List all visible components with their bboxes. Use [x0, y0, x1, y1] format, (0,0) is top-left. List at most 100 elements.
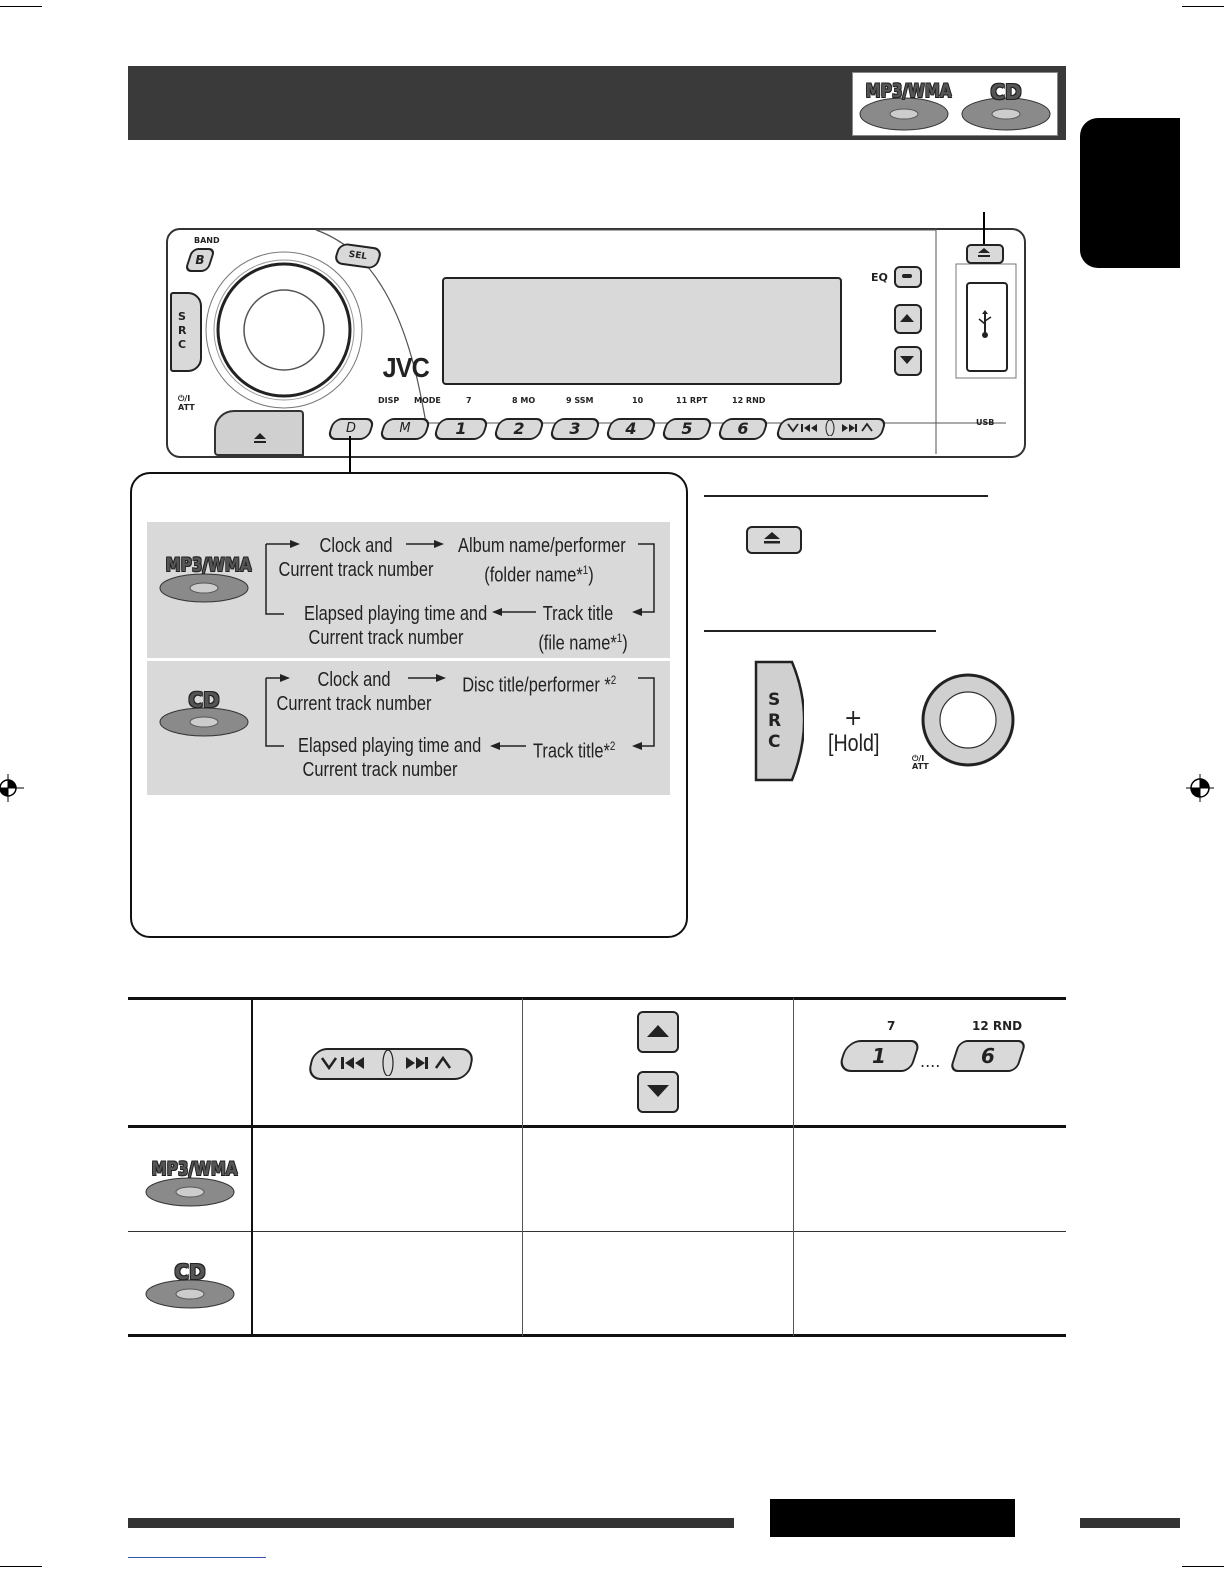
src-letter-c: C — [768, 732, 781, 752]
att-label: ATT — [912, 762, 929, 771]
mp3-album-line2: (folder name*1) — [484, 563, 594, 587]
crop-mark — [1182, 6, 1224, 7]
mp3wma-label: MP3/WMA — [865, 80, 952, 102]
crop-mark — [0, 1566, 42, 1567]
brand-logo: JVC — [382, 352, 430, 383]
cd-clock-line2: Current track number — [276, 693, 432, 715]
usb-port[interactable] — [966, 282, 1008, 372]
cd-elapsed-line2: Current track number — [302, 759, 458, 781]
src-letter-c: C — [178, 338, 187, 351]
footer-bar-left — [128, 1518, 734, 1528]
table-header-rule — [128, 1125, 1066, 1128]
usb-label: USB — [976, 418, 995, 427]
label-mode: MODE — [414, 396, 441, 405]
preset-button-6[interactable]: 6 — [716, 418, 770, 440]
table-col-divider — [522, 998, 523, 1336]
cd-disc-badge: CD — [142, 1258, 238, 1312]
eject-icon — [978, 248, 990, 257]
eject-icon — [254, 433, 266, 443]
power-label: ⏻/I — [912, 754, 925, 763]
cd-label: CD — [990, 80, 1022, 104]
att-label: ATT — [178, 403, 195, 412]
mp3wma-disc-badge: MP3/WMA — [856, 78, 952, 132]
cd-label: CD — [188, 688, 220, 712]
section-rule — [704, 495, 988, 497]
disc-eject-button[interactable] — [966, 244, 1004, 264]
cd-label: CD — [174, 1260, 206, 1284]
section-rule — [704, 630, 936, 632]
footer-page-box — [770, 1499, 1015, 1537]
mp3wma-label: MP3/WMA — [165, 554, 252, 576]
usb-icon — [978, 310, 992, 338]
prev-next-icon — [787, 420, 873, 436]
mp3-elapsed-line1: Elapsed playing time and — [304, 603, 488, 625]
mp3-elapsed-line2: Current track number — [308, 627, 464, 649]
src-button-illustration[interactable] — [752, 660, 804, 782]
src-letter-r: R — [178, 324, 187, 337]
down-arrow-icon — [900, 356, 914, 364]
mp3-clock-line1: Clock and — [319, 535, 393, 557]
mode-m-button[interactable]: M — [378, 418, 432, 440]
hold-label: [Hold] — [828, 730, 880, 757]
table-row-rule — [128, 1231, 1066, 1232]
label-11rpt: 11 RPT — [676, 396, 708, 405]
eq-label: EQ — [871, 271, 888, 284]
plus-sign: + — [844, 706, 863, 731]
registration-mark-left — [0, 774, 24, 802]
preset-button-3[interactable]: 3 — [548, 418, 602, 440]
registration-mark-right — [1186, 774, 1214, 802]
disp-d-button[interactable]: D — [326, 418, 376, 440]
mp3wma-disc-badge: MP3/WMA — [142, 1156, 238, 1210]
eject-icon — [764, 532, 780, 544]
table-col-divider — [251, 998, 253, 1336]
preset-range-dots: .... — [920, 1052, 941, 1071]
control-dial[interactable] — [200, 250, 380, 414]
preset-button-1-illustration[interactable]: 1 — [836, 1040, 922, 1072]
prev-next-icon — [320, 1050, 452, 1076]
mp3-track-line2: (file name*1) — [538, 631, 628, 655]
preset-button-4[interactable]: 4 — [604, 418, 658, 440]
preset-label-12rnd: 12 RND — [972, 1019, 1023, 1033]
footer-underline — [128, 1557, 266, 1558]
src-letter-s: S — [178, 310, 186, 323]
disp-pointer-line — [349, 436, 351, 474]
label-7: 7 — [466, 396, 472, 405]
power-label: ⏻/I — [178, 394, 191, 403]
mp3-album-line1: Album name/performer — [458, 535, 626, 557]
mp3-track-line1: Track title — [542, 603, 614, 625]
preset-label-7: 7 — [887, 1019, 896, 1033]
preset-button-6-illustration[interactable]: 6 — [948, 1040, 1028, 1072]
src-button[interactable] — [170, 292, 202, 372]
label-10: 10 — [632, 396, 644, 405]
down-arrow-icon — [647, 1085, 669, 1097]
cd-disc-badge: CD — [156, 686, 252, 740]
preset-button-2[interactable]: 2 — [492, 418, 546, 440]
label-9ssm: 9 SSM — [566, 396, 594, 405]
mp3wma-disc-badge: MP3/WMA — [156, 552, 252, 606]
crop-mark — [0, 6, 42, 7]
eject-button-illustration[interactable] — [746, 526, 802, 554]
side-language-tab — [1080, 118, 1180, 268]
label-8mo: 8 MO — [512, 396, 536, 405]
table-bottom-rule — [128, 1334, 1066, 1337]
cd-disc-badge: CD — [958, 78, 1054, 132]
cd-elapsed-line1: Elapsed playing time and — [298, 735, 482, 757]
table-col-divider — [793, 998, 794, 1336]
control-dial-illustration[interactable] — [920, 670, 1020, 770]
preset-button-1[interactable]: 1 — [432, 418, 490, 440]
footer-bar-right — [1080, 1518, 1180, 1528]
eject-flap-button[interactable] — [214, 410, 304, 456]
band-label: BAND — [194, 236, 220, 245]
up-arrow-icon — [900, 314, 914, 322]
up-arrow-icon — [647, 1025, 669, 1037]
src-letter-r: R — [768, 711, 782, 731]
cd-disc-title: Disc title/performer *2 — [462, 673, 617, 697]
eq-button-dash — [902, 274, 912, 278]
cd-track-title: Track title*2 — [533, 739, 616, 763]
mp3-flow-arrows — [265, 540, 655, 616]
preset-button-5[interactable]: 5 — [660, 418, 714, 440]
mp3wma-label: MP3/WMA — [151, 1158, 238, 1180]
eject-pointer-line — [983, 212, 985, 248]
cd-clock-line1: Clock and — [317, 669, 391, 691]
mp3-clock-line2: Current track number — [278, 559, 434, 581]
